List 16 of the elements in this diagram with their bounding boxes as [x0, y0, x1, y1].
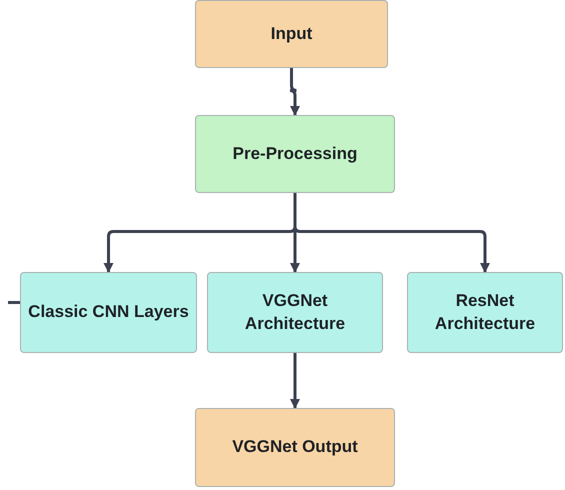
arrow	[288, 68, 300, 116]
box-label: ResNet Architecture	[434, 290, 536, 334]
process-box	[195, 0, 388, 68]
process-box	[407, 272, 563, 353]
box-label: Classic CNN Layers	[28, 301, 189, 324]
arrow	[294, 193, 490, 273]
process-box	[195, 408, 395, 487]
process-box	[207, 272, 383, 353]
process-box	[20, 272, 197, 353]
arrow	[290, 353, 300, 409]
box-label: Input	[270, 22, 312, 45]
connector-line	[8, 301, 20, 304]
box-label: Pre-Processing	[232, 142, 358, 165]
box-label: VGGNet Architecture	[244, 290, 346, 334]
box-label: VGGNet Output	[232, 436, 358, 458]
process-box	[195, 115, 395, 193]
